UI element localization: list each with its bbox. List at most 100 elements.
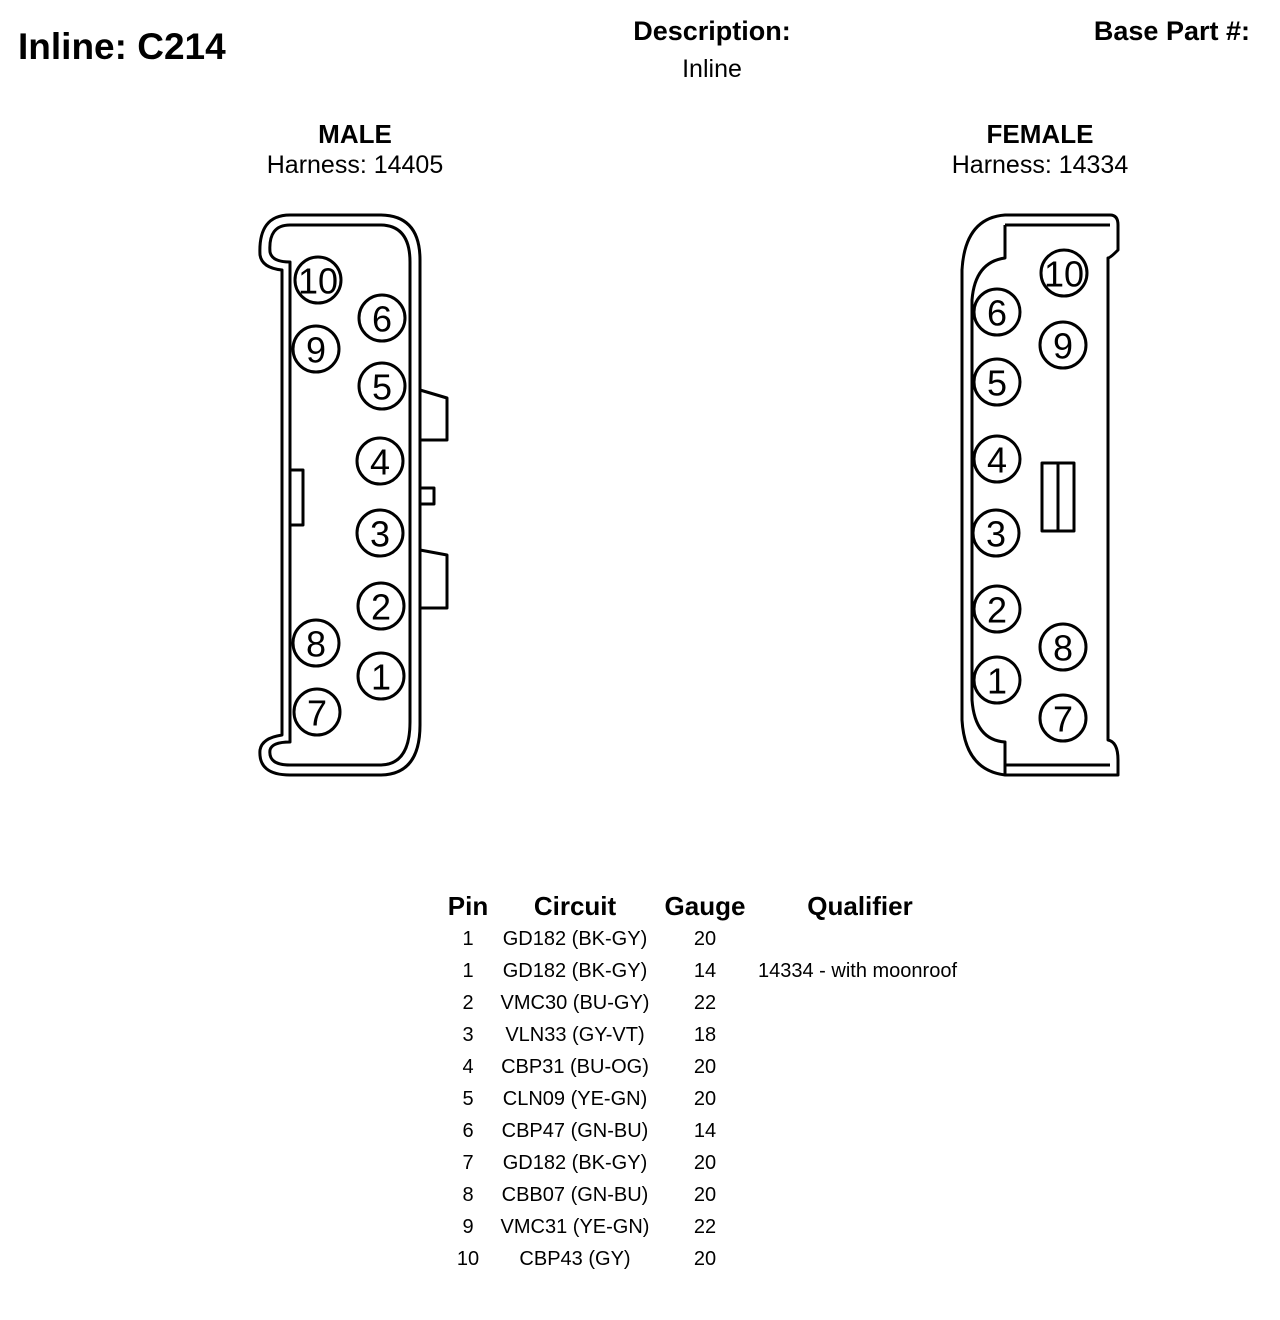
pin-number: 10 xyxy=(1044,254,1084,295)
female-pin-10: 10 xyxy=(1039,248,1089,298)
pin-number: 9 xyxy=(1053,326,1073,367)
base-part-label: Base Part #: xyxy=(1093,16,1250,46)
pin-circle xyxy=(972,287,1022,337)
cell-gauge: 22 xyxy=(693,1216,717,1238)
pin-circle xyxy=(1038,693,1088,743)
male-pin-10: 10 xyxy=(293,255,343,305)
pin-number: 3 xyxy=(370,514,390,555)
male-pin-8: 8 xyxy=(291,618,341,668)
pin-circle xyxy=(972,584,1022,634)
cell-gauge: 20 xyxy=(693,1248,717,1270)
header-circuit: Circuit xyxy=(533,891,617,921)
pin-number: 6 xyxy=(372,299,392,340)
female-pin-8: 8 xyxy=(1038,622,1088,672)
cell-circuit: CBP47 (GN-BU) xyxy=(501,1120,649,1142)
female-pins: 10 9 6 5 4 3 2 8 1 7 xyxy=(971,248,1089,743)
pin-number: 6 xyxy=(987,293,1007,334)
cell-circuit: VLN33 (GY-VT) xyxy=(505,1024,645,1046)
pin-circle xyxy=(293,255,343,305)
pin-number: 2 xyxy=(371,587,391,628)
cell-circuit: GD182 (BK-GY) xyxy=(502,960,648,982)
cell-circuit: GD182 (BK-GY) xyxy=(502,1152,648,1174)
pin-circle xyxy=(291,618,341,668)
pin-number: 7 xyxy=(307,693,327,734)
cell-gauge: 20 xyxy=(693,1184,717,1206)
pin-circle xyxy=(1038,320,1088,370)
cell-circuit: CBB07 (GN-BU) xyxy=(501,1184,649,1206)
cell-pin: 9 xyxy=(462,1216,474,1238)
cell-pin: 3 xyxy=(462,1024,474,1046)
pin-number: 2 xyxy=(987,590,1007,631)
male-pins: 10 9 6 5 4 3 2 8 1 7 xyxy=(291,255,407,737)
cell-gauge: 18 xyxy=(693,1024,717,1046)
description-label: Description: xyxy=(633,16,791,46)
cell-gauge: 20 xyxy=(693,1088,717,1110)
female-pin-2: 2 xyxy=(972,584,1022,634)
male-connector-label: MALE xyxy=(318,119,392,149)
pin-number: 7 xyxy=(1053,699,1073,740)
pin-circle xyxy=(971,508,1021,558)
male-pin-5: 5 xyxy=(357,361,407,411)
pin-circle xyxy=(355,436,405,486)
pin-number: 8 xyxy=(306,624,326,665)
male-pin-4: 4 xyxy=(355,436,405,486)
cell-qualifier: 14334 - with moonroof xyxy=(758,960,958,982)
cell-pin: 4 xyxy=(462,1056,474,1078)
header-qualifier: Qualifier xyxy=(807,891,913,921)
pin-number: 4 xyxy=(987,440,1007,481)
pin-circle xyxy=(355,508,405,558)
pin-number: 1 xyxy=(987,661,1007,702)
description-value: Inline xyxy=(682,55,742,83)
female-pin-6: 6 xyxy=(972,287,1022,337)
cell-pin: 8 xyxy=(462,1184,474,1206)
pin-circle xyxy=(972,357,1022,407)
pin-number: 9 xyxy=(306,330,326,371)
cell-gauge: 20 xyxy=(693,1152,717,1174)
pin-circle xyxy=(356,581,406,631)
pin-circle xyxy=(1039,248,1089,298)
male-pin-2: 2 xyxy=(356,581,406,631)
female-connector-body xyxy=(960,213,1120,777)
pin-number: 4 xyxy=(370,442,390,483)
cell-circuit: CBP43 (GY) xyxy=(519,1248,631,1270)
male-connector-body xyxy=(258,213,449,777)
cell-gauge: 22 xyxy=(693,992,717,1014)
cell-circuit: CBP31 (BU-OG) xyxy=(501,1056,649,1078)
cell-gauge: 20 xyxy=(693,928,717,950)
female-pin-9: 9 xyxy=(1038,320,1088,370)
cell-circuit: GD182 (BK-GY) xyxy=(502,928,648,950)
cell-gauge: 14 xyxy=(693,1120,717,1142)
male-pin-9: 9 xyxy=(291,324,341,374)
page-title: Inline: C214 xyxy=(18,26,226,67)
pin-circle xyxy=(292,687,342,737)
cell-gauge: 20 xyxy=(693,1056,717,1078)
female-connector-label: FEMALE xyxy=(986,119,1094,149)
pin-number: 5 xyxy=(987,363,1007,404)
cell-pin: 10 xyxy=(456,1248,480,1270)
pin-number: 8 xyxy=(1053,628,1073,669)
pin-number: 1 xyxy=(371,657,391,698)
female-pin-1: 1 xyxy=(972,655,1022,705)
pin-circle xyxy=(357,293,407,343)
male-pin-7: 7 xyxy=(292,687,342,737)
female-pin-4: 4 xyxy=(972,434,1022,484)
female-pin-7: 7 xyxy=(1038,693,1088,743)
cell-pin: 6 xyxy=(462,1120,474,1142)
cell-circuit: CLN09 (YE-GN) xyxy=(502,1088,648,1110)
female-pin-5: 5 xyxy=(972,357,1022,407)
cell-pin: 1 xyxy=(462,928,474,950)
pin-circle xyxy=(972,434,1022,484)
female-harness-label: Harness: 14334 xyxy=(951,151,1129,179)
pin-number: 3 xyxy=(986,514,1006,555)
male-pin-3: 3 xyxy=(355,508,405,558)
pin-circle xyxy=(357,361,407,411)
male-pin-1: 1 xyxy=(356,651,406,701)
male-pin-6: 6 xyxy=(357,293,407,343)
cell-pin: 7 xyxy=(462,1152,474,1174)
header-pin: Pin xyxy=(447,891,489,921)
connector-diagram: 10 9 6 5 4 3 2 8 1 7 10 9 6 5 4 3 2 8 1 7 xyxy=(258,213,1120,777)
cell-gauge: 14 xyxy=(693,960,717,982)
pin-number: 10 xyxy=(298,261,338,302)
pin-circle xyxy=(291,324,341,374)
